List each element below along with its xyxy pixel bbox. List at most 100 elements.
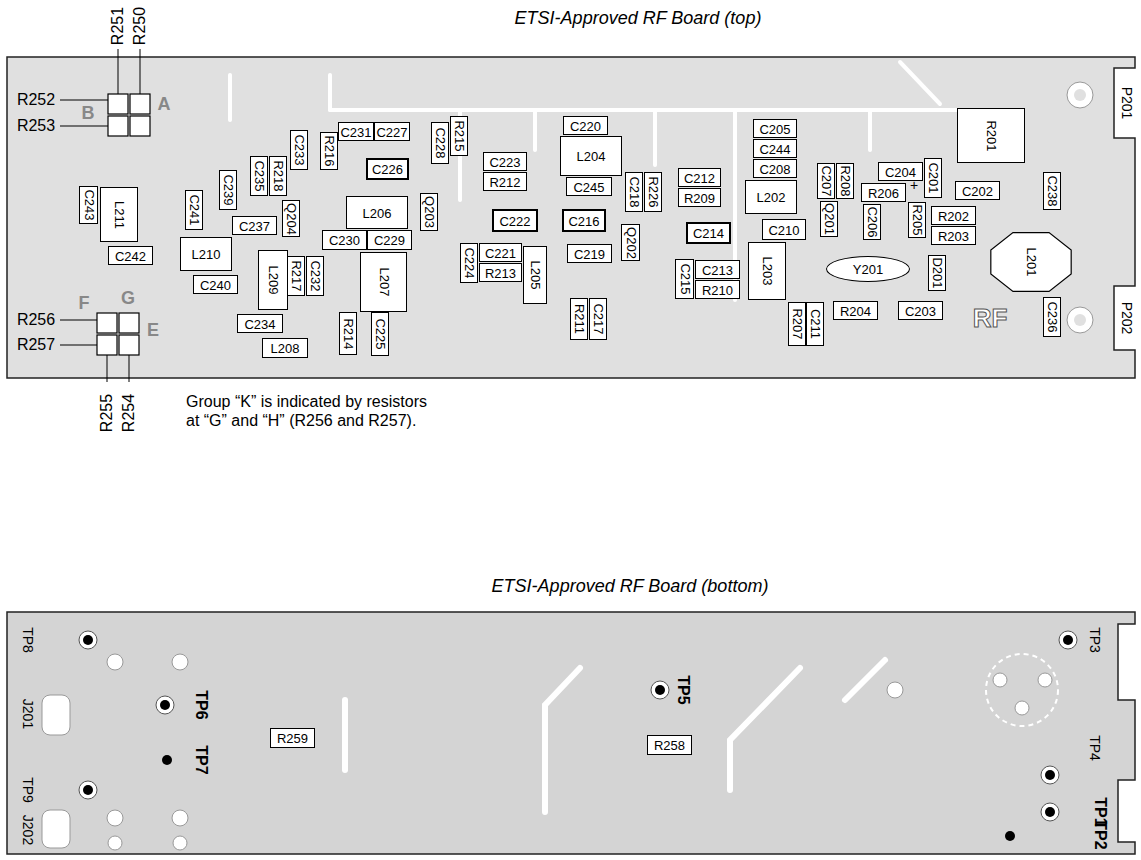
part-label-box: C239 — [219, 170, 237, 210]
reference-designator: R218 — [272, 160, 285, 191]
reference-designator: R202 — [938, 209, 969, 222]
reference-designator: R201 — [985, 120, 998, 151]
part-label-box: L202 — [745, 180, 797, 214]
reference-designator: R214 — [342, 318, 355, 349]
board-outline — [7, 612, 1135, 854]
part-label-box: L208 — [262, 338, 308, 358]
part-label-box: L201 — [990, 232, 1072, 292]
reference-designator: R259 — [277, 732, 308, 745]
trace — [345, 660, 885, 812]
part-label-box: Q201 — [820, 201, 838, 237]
reference-designator: L210 — [192, 248, 221, 261]
part-label-box: L209 — [258, 250, 288, 310]
part-label-box: C203 — [898, 301, 943, 320]
part-label-box: C207 — [817, 163, 835, 199]
reference-designator: R213 — [485, 266, 516, 279]
resistor-callout: R254 — [121, 394, 137, 432]
part-label-box: C211 — [806, 302, 824, 346]
part-label-box: C241 — [185, 190, 203, 230]
board-heading: ETSI-Approved RF Board (top) — [515, 9, 762, 27]
reference-designator: C229 — [374, 234, 405, 247]
reference-designator: R209 — [684, 191, 715, 204]
reference-designator: C212 — [684, 171, 715, 184]
part-label-box: Q203 — [420, 193, 438, 231]
reference-designator: C219 — [574, 247, 605, 260]
reference-designator: C206 — [866, 206, 879, 237]
resistor-callout: R256 — [17, 312, 55, 328]
test-point-label: TP9 — [21, 777, 35, 803]
part-label-box: C224 — [460, 243, 478, 283]
part-label-box: C225 — [371, 312, 389, 356]
solder-pad-group — [97, 94, 150, 355]
reference-designator: C238 — [1046, 175, 1059, 206]
mounting-hole — [1067, 82, 1093, 333]
part-label-box: C201 — [924, 158, 942, 198]
part-label-box: L211 — [100, 187, 138, 242]
reference-designator: C245 — [573, 180, 604, 193]
part-label-box: R218 — [269, 156, 287, 196]
reference-designator: R258 — [654, 739, 685, 752]
part-label-box: Y201 — [826, 256, 910, 282]
part-label-box: R213 — [479, 263, 522, 282]
part-label-box: C233 — [290, 130, 308, 170]
reference-designator: C218 — [628, 176, 641, 207]
part-label-box: C227 — [374, 122, 410, 141]
reference-designator: Y201 — [853, 263, 883, 276]
reference-designator: C224 — [463, 247, 476, 278]
reference-designator: L206 — [363, 206, 392, 219]
resistor-callout: R253 — [17, 118, 55, 134]
part-label-box: C210 — [762, 219, 806, 240]
resistor-callout: R252 — [17, 92, 55, 108]
part-label-box: L206 — [346, 196, 408, 229]
reference-designator: Q204 — [285, 203, 298, 235]
reference-designator: C204 — [885, 165, 916, 178]
part-label-box: C205 — [753, 119, 797, 138]
part-label-box: C218 — [625, 172, 643, 212]
test-point-label: TP4 — [1088, 735, 1102, 761]
connector-pad — [42, 695, 70, 848]
reference-designator: L211 — [113, 201, 126, 229]
part-label-box: C215 — [675, 259, 694, 299]
part-label-box: C219 — [567, 244, 612, 263]
part-label-box: R205 — [908, 202, 926, 238]
part-label-box: C231 — [338, 122, 374, 141]
resistor-callout: R250 — [132, 7, 148, 45]
reference-designator: L207 — [377, 268, 390, 297]
reference-designator: C203 — [905, 304, 936, 317]
part-label-box: C230 — [322, 230, 367, 250]
part-label-box: C226 — [366, 158, 409, 180]
part-label-box: L207 — [360, 252, 407, 312]
part-label-box: C228 — [431, 122, 449, 164]
pad-letter: E — [147, 321, 159, 339]
reference-designator: C213 — [702, 263, 733, 276]
reference-designator: C221 — [485, 246, 516, 259]
part-label-box: R211 — [570, 298, 588, 340]
reference-designator: C233 — [293, 134, 306, 165]
reference-designator: C225 — [374, 318, 387, 349]
part-label-box: R206 — [861, 183, 906, 202]
leader-line — [60, 49, 140, 382]
reference-designator: C234 — [244, 317, 275, 330]
part-label-box: Q202 — [621, 224, 640, 261]
test-point — [79, 631, 1077, 841]
part-label-box: D201 — [928, 255, 946, 291]
part-label-box: R204 — [833, 301, 878, 320]
part-label-box: R217 — [287, 256, 305, 296]
reference-designator: R216 — [323, 135, 336, 166]
reference-designator: R207 — [791, 308, 804, 339]
reference-designator: L202 — [757, 191, 786, 204]
reference-designator: C236 — [1046, 301, 1059, 332]
reference-designator: C228 — [434, 127, 447, 158]
part-label-box: C243 — [79, 186, 98, 224]
board-outline — [7, 57, 1135, 378]
caption-note: Group “K” is indicated by resistors at “… — [186, 392, 438, 430]
reference-designator: R208 — [839, 165, 852, 196]
reference-designator: L209 — [267, 266, 280, 295]
reference-designator: C201 — [927, 162, 940, 193]
reference-designator: R205 — [911, 204, 924, 235]
board-heading: ETSI-Approved RF Board (bottom) — [492, 577, 769, 595]
part-label-box: R201 — [957, 108, 1025, 163]
reference-designator: R204 — [840, 304, 871, 317]
part-label-box: C214 — [686, 222, 731, 244]
reference-designator: C217 — [592, 303, 605, 334]
